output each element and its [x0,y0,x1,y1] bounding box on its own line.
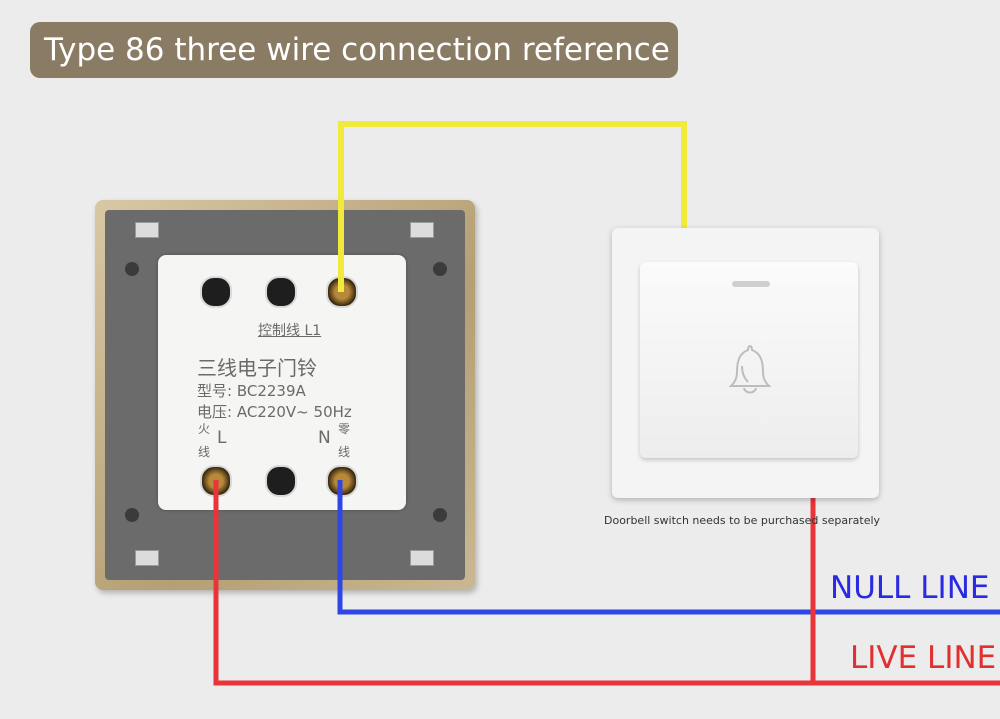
mount-hole [433,262,447,276]
live-char-top: 火 [198,422,211,436]
neutral-letter: N [318,428,331,448]
live-wire [213,480,1000,686]
neutral-char-top: 零 [338,422,351,436]
control-wire [338,121,687,292]
bell-icon [728,344,772,394]
mount-hole [125,508,139,522]
terminal-hole [200,276,232,308]
mounting-clip [135,550,159,566]
doorbell-switch-key[interactable] [640,262,858,458]
mounting-clip [410,550,434,566]
module-name: 三线电子门铃 [197,356,317,380]
null-wire [337,480,1000,615]
control-line-label: 控制线 L1 [258,323,322,339]
title-banner: Type 86 three wire connection reference [30,22,678,78]
switch-note: Doorbell switch needs to be purchased se… [604,514,881,527]
mounting-clip [410,222,434,238]
module-model: 型号: BC2239A [197,382,306,400]
neutral-char-bottom: 线 [338,445,351,459]
live-line-label: LIVE LINE [850,640,997,676]
mount-hole [433,508,447,522]
terminal-hole [265,276,297,308]
terminal-hole [265,465,297,497]
switch-indicator [732,281,770,287]
live-letter: L [217,428,227,448]
module-voltage: 电压: AC220V~ 50Hz [197,403,352,421]
mount-hole [125,262,139,276]
mounting-clip [135,222,159,238]
live-char-bottom: 线 [198,445,211,459]
null-line-label: NULL LINE [830,570,990,606]
